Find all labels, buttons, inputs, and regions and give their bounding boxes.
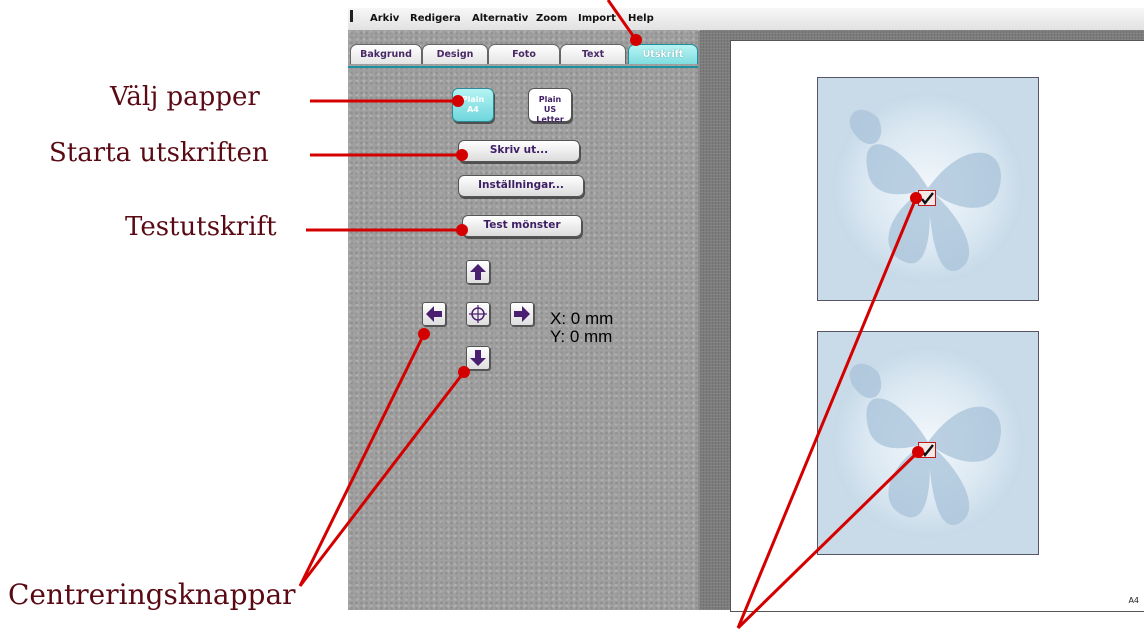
tab-underline xyxy=(348,66,698,68)
menu-redigera[interactable]: Redigera xyxy=(410,13,461,24)
annotation-start-print: Starta utskriften xyxy=(49,138,269,168)
annotation-centering-buttons: Centreringsknappar xyxy=(8,578,296,611)
menu-bar-edge xyxy=(350,10,353,22)
paper-a4-line1: Plain xyxy=(461,95,485,104)
paper-sheet: A4 xyxy=(730,40,1144,612)
paper-letter-line1: Plain xyxy=(538,95,562,104)
selection-checkbox-top[interactable] xyxy=(918,190,936,206)
move-down-button[interactable] xyxy=(466,346,490,370)
settings-button[interactable]: Inställningar... xyxy=(458,175,584,197)
paper-letter-line2: US Letter xyxy=(536,105,564,124)
card-preview-bottom xyxy=(817,331,1039,555)
paper-a4-line2: A4 xyxy=(467,105,479,114)
app-window: Arkiv Redigera Alternativ Zoom Import He… xyxy=(348,8,1144,612)
tab-bar: Bakgrund Design Foto Text Utskrift xyxy=(348,44,700,66)
y-offset-readout: Y: 0 mm xyxy=(550,327,613,346)
tab-bakgrund[interactable]: Bakgrund xyxy=(350,44,422,64)
checkmark-icon xyxy=(921,192,934,205)
arrow-up-icon xyxy=(470,264,486,280)
tab-foto[interactable]: Foto xyxy=(488,44,560,64)
menu-bar: Arkiv Redigera Alternativ Zoom Import He… xyxy=(348,8,1144,31)
arrow-left-icon xyxy=(426,306,442,322)
arrow-down-icon xyxy=(470,350,486,366)
paper-us-letter-button[interactable]: Plain US Letter xyxy=(528,88,572,124)
print-button[interactable]: Skriv ut... xyxy=(458,140,580,162)
center-button[interactable] xyxy=(466,302,490,326)
menu-import[interactable]: Import xyxy=(578,13,616,24)
print-settings-panel: Bakgrund Design Foto Text Utskrift Plain… xyxy=(348,30,698,610)
tab-utskrift[interactable]: Utskrift xyxy=(628,44,698,64)
arrow-right-icon xyxy=(514,306,530,322)
menu-help[interactable]: Help xyxy=(628,13,654,24)
x-offset-readout: X: 0 mm xyxy=(550,309,614,328)
crosshair-icon xyxy=(469,305,487,323)
tab-design[interactable]: Design xyxy=(422,44,488,64)
move-right-button[interactable] xyxy=(510,302,534,326)
move-up-button[interactable] xyxy=(466,260,490,284)
tab-text[interactable]: Text xyxy=(560,44,626,64)
test-pattern-button[interactable]: Test mönster xyxy=(462,215,582,237)
selection-checkbox-bottom[interactable] xyxy=(918,442,936,458)
menu-arkiv[interactable]: Arkiv xyxy=(370,13,400,24)
paper-a4-button[interactable]: Plain A4 xyxy=(452,88,494,122)
move-left-button[interactable] xyxy=(422,302,446,326)
card-preview-top xyxy=(817,77,1039,301)
menu-alternativ[interactable]: Alternativ xyxy=(472,13,529,24)
print-preview-area: A4 xyxy=(700,30,1144,612)
paper-size-label: A4 xyxy=(1128,596,1139,605)
annotation-test-print: Testutskrift xyxy=(125,212,277,242)
menu-zoom[interactable]: Zoom xyxy=(536,13,568,24)
checkmark-icon xyxy=(921,444,934,457)
annotation-select-paper: Välj papper xyxy=(110,82,260,112)
